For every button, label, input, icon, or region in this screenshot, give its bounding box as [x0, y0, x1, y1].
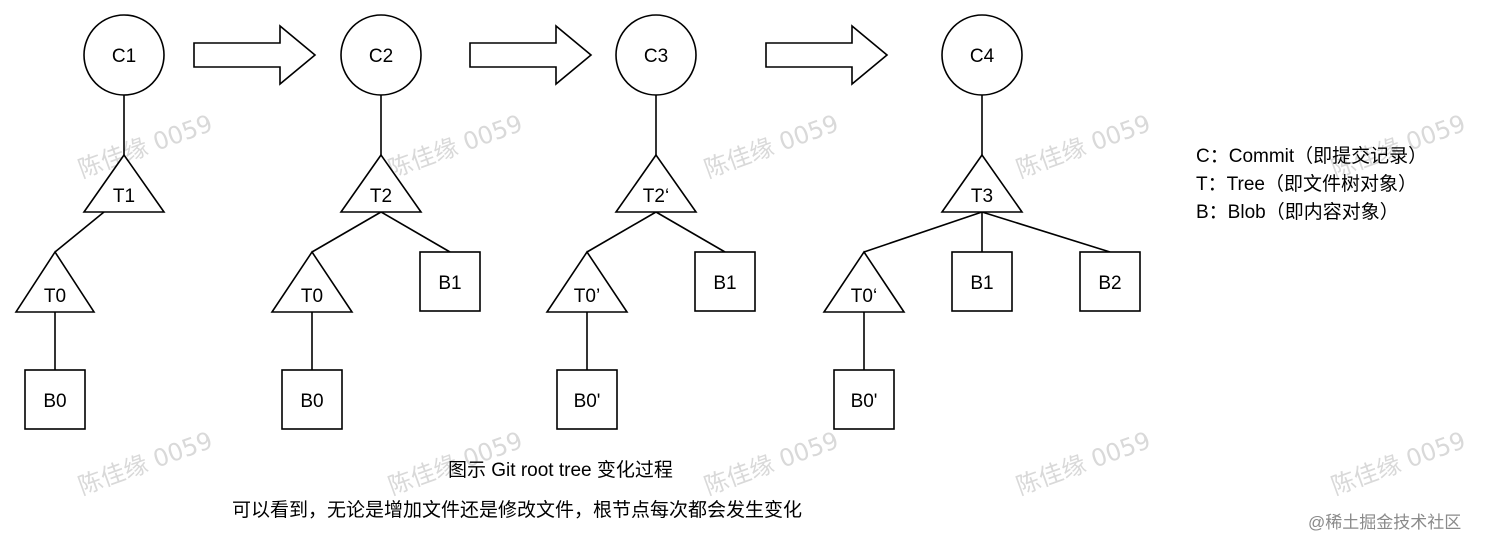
legend-blob: B：Blob（即内容对象） [1196, 202, 1399, 223]
edge [586, 211, 657, 253]
tree-node [822, 250, 906, 313]
legend-tree: T：Tree（即文件树对象） [1196, 174, 1417, 195]
tree-node [614, 153, 698, 213]
commit-node [83, 14, 165, 96]
tree-node [270, 250, 354, 313]
blob-node [951, 251, 1013, 312]
commit-label: C4 [970, 46, 995, 67]
tree-node [545, 250, 629, 313]
commit-node [941, 14, 1023, 96]
blob-node [833, 369, 895, 430]
edge [311, 211, 382, 253]
blob-label: B1 [970, 273, 993, 294]
commit-node [615, 14, 697, 96]
commit-node [340, 14, 422, 96]
blob-label: B0' [851, 391, 878, 412]
commit-label: C3 [644, 46, 668, 67]
edge [863, 211, 983, 253]
snapshot-c3: C3 T2‘ T0’ B1 B0' [545, 14, 756, 430]
edge [54, 211, 105, 253]
commit-label: C1 [112, 46, 136, 67]
watermark: 陈佳缘 0059 [74, 109, 216, 183]
transition-arrow-3 [765, 24, 889, 86]
figure-caption: 图示 Git root tree 变化过程 [448, 460, 673, 481]
figure-note: 可以看到，无论是增加文件还是修改文件，根节点每次都会发生变化 [232, 500, 803, 521]
tree-node [940, 153, 1024, 213]
watermark: 陈佳缘 0059 [74, 426, 216, 500]
tree-node [14, 250, 96, 313]
blob-node [694, 251, 756, 312]
tree-label: T2 [370, 186, 392, 207]
tree-node [82, 153, 166, 213]
watermark: 陈佳缘 0059 [1327, 426, 1469, 500]
edge [380, 211, 451, 253]
blob-node [24, 369, 86, 430]
blob-node [281, 369, 343, 430]
transition-arrow-1 [193, 24, 317, 86]
blob-node [1079, 251, 1141, 312]
blob-label: B0 [43, 391, 66, 412]
blob-label: B2 [1098, 273, 1121, 294]
legend: C：Commit（即提交记录） T：Tree（即文件树对象） B：Blob（即内… [1196, 143, 1427, 227]
tree-label: T2‘ [643, 186, 669, 207]
watermark: 陈佳缘 0059 [1012, 426, 1154, 500]
blob-label: B0' [574, 391, 601, 412]
snapshot-c2: C2 T2 T0 B1 B0 [270, 14, 481, 430]
tree-node [339, 153, 423, 213]
tree-label: T0‘ [851, 286, 877, 307]
watermark: 陈佳缘 0059 [700, 426, 842, 500]
legend-commit: C：Commit（即提交记录） [1196, 146, 1428, 167]
tree-label: T1 [113, 186, 135, 207]
blob-node [419, 251, 481, 312]
blob-label: B1 [713, 273, 736, 294]
snapshot-c1: C1 T1 T0 B0 [14, 14, 166, 430]
blob-node [556, 369, 618, 430]
blob-label: B0 [300, 391, 323, 412]
watermark: 陈佳缘 0059 [1012, 109, 1154, 183]
watermark: 陈佳缘 0059 [384, 109, 526, 183]
transition-arrow-2 [469, 24, 593, 86]
blob-label: B1 [438, 273, 461, 294]
tree-label: T0 [44, 286, 66, 307]
source-credit: @稀土掘金技术社区 [1308, 513, 1462, 532]
edge [981, 211, 1111, 253]
commit-label: C2 [369, 46, 393, 67]
tree-label: T0 [301, 286, 323, 307]
tree-label: T3 [971, 186, 993, 207]
snapshot-c4: C4 T3 T0‘ B1 B2 B0' [822, 14, 1141, 430]
tree-label: T0’ [574, 286, 600, 307]
edge [655, 211, 726, 253]
watermark: 陈佳缘 0059 [700, 109, 842, 183]
